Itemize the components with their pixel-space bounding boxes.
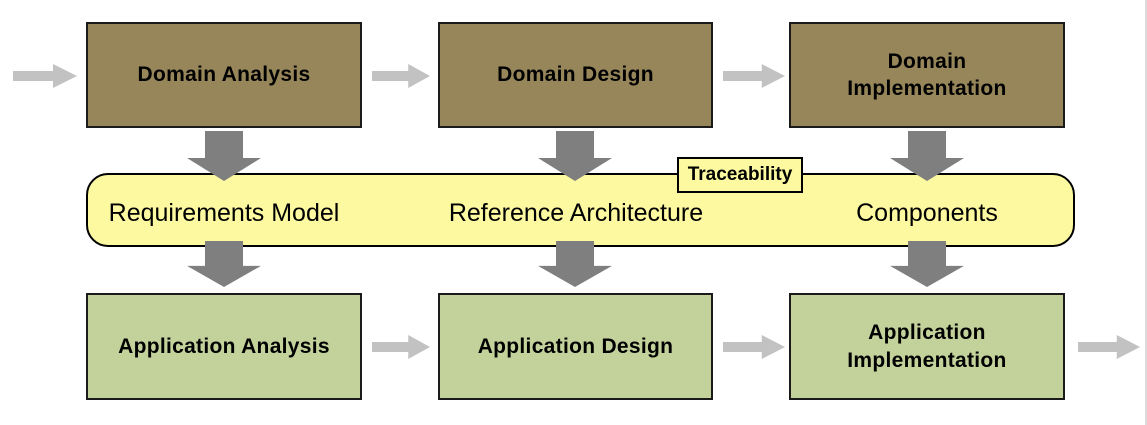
traceability-tag: Traceability [677, 157, 803, 193]
process-box-domain-analysis: Domain Analysis [86, 22, 362, 128]
process-box-label: Domain Implementation [847, 49, 1007, 100]
process-box-application-design: Application Design [438, 293, 713, 400]
band-item-components: Components [777, 173, 1077, 247]
flow-arrow-right-icon [723, 63, 785, 89]
process-box-application-implementation: Application Implementation [789, 293, 1065, 400]
mapping-arrow-down-icon [538, 131, 612, 181]
process-box-label: Domain Analysis [137, 63, 311, 87]
flow-arrow-right-icon [372, 334, 430, 360]
mapping-arrow-down-icon [187, 241, 261, 287]
band-item-requirements-model: Requirements Model [74, 173, 374, 247]
mapping-arrow-down-icon [187, 131, 261, 181]
flow-arrow-right-icon [723, 334, 785, 360]
band-item-label: Requirements Model [108, 198, 340, 227]
flow-arrow-right-icon [1078, 334, 1140, 360]
flow-arrow-right-icon [13, 63, 77, 89]
mapping-arrow-down-icon [890, 241, 964, 287]
band-item-label: Reference Architecture [448, 198, 704, 227]
process-box-label: Application Implementation [847, 321, 1007, 372]
mapping-arrow-down-icon [538, 241, 612, 287]
traceability-tag-label: Traceability [687, 164, 793, 185]
process-box-domain-design: Domain Design [438, 22, 713, 128]
page-edge-line [1145, 0, 1147, 425]
mapping-arrow-down-icon [890, 131, 964, 181]
process-box-label: Application Design [477, 334, 674, 358]
flow-arrow-right-icon [372, 63, 430, 89]
process-box-application-analysis: Application Analysis [86, 293, 362, 400]
band-item-label: Components [856, 198, 998, 227]
process-box-label: Application Analysis [118, 334, 330, 358]
band-item-reference-architecture: Reference Architecture [426, 173, 726, 247]
process-box-label: Domain Design [497, 63, 654, 87]
process-box-domain-implementation: Domain Implementation [789, 22, 1065, 128]
